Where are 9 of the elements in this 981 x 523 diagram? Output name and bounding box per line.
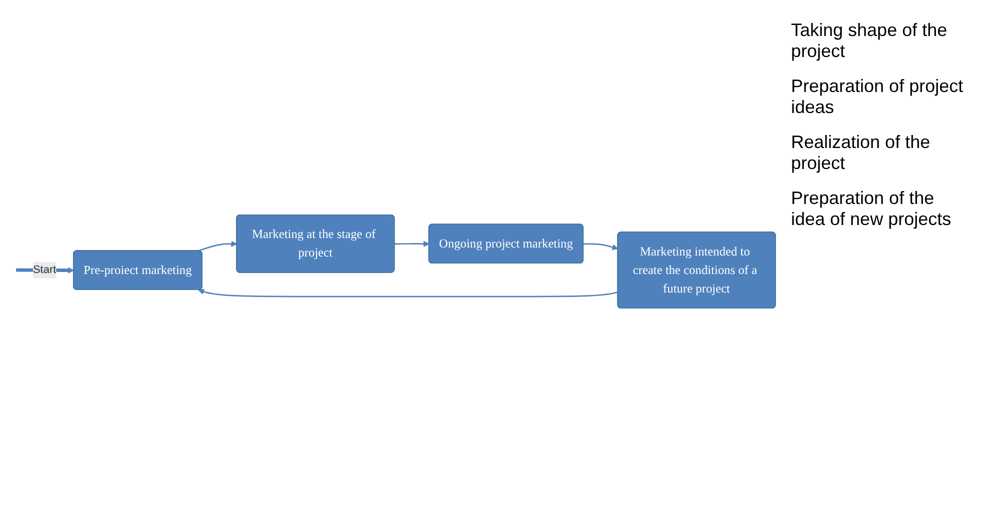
note-text: Realization of the project xyxy=(791,132,932,174)
arrow xyxy=(584,243,618,250)
note-text: Preparation of the idea of new projects xyxy=(791,188,952,230)
arrow xyxy=(198,240,238,252)
edge-label: Start xyxy=(32,264,56,276)
note-text: Taking shape of the project xyxy=(791,20,948,62)
note-text: Preparation of project ideas xyxy=(791,76,964,118)
arrow xyxy=(394,240,430,247)
arrow xyxy=(198,288,618,298)
